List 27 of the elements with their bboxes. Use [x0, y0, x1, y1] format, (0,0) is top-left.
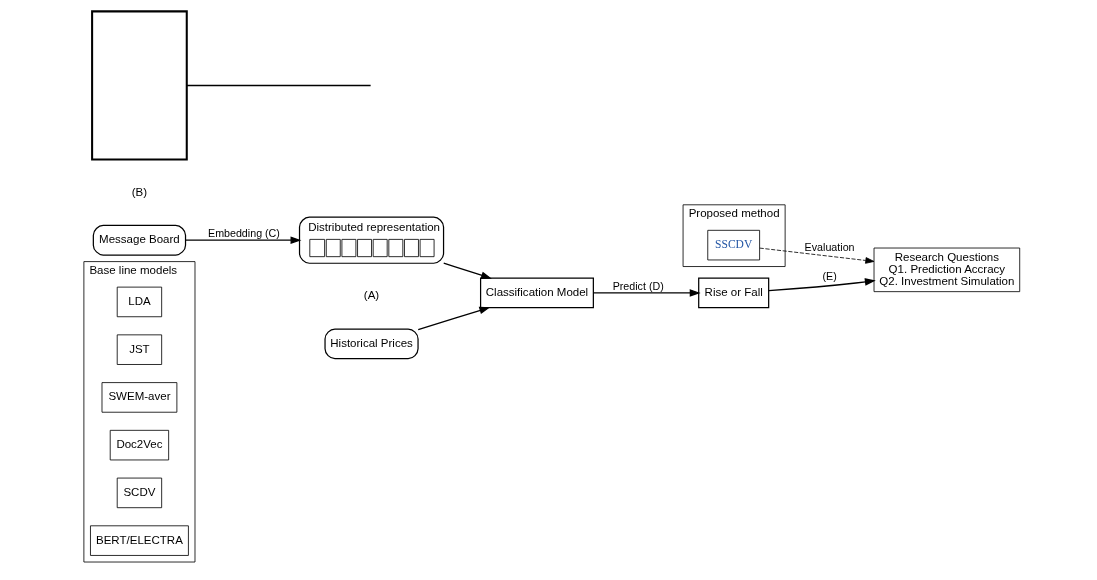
- node-box: SSCDV: [707, 229, 761, 261]
- node-box: [91, 10, 188, 161]
- node-box: Research Questions Q1. Prediction Accracy Q2. Investment Simulation: [873, 247, 1021, 293]
- node-box: BERT/ELECTRA: [90, 525, 189, 556]
- edge-label: Embedding (C): [208, 227, 280, 240]
- node-box: SWEM-aver: [101, 382, 178, 413]
- arrow: [417, 306, 491, 331]
- node-box: Classification Model: [480, 277, 594, 309]
- edge-label: Evaluation: [804, 241, 855, 254]
- node-box: LDA: [116, 286, 163, 318]
- node-box: SCDV: [116, 477, 163, 509]
- connector: [186, 84, 372, 87]
- arrow: [759, 247, 875, 264]
- arrow: [185, 236, 302, 244]
- node-box: Distributed representation: [298, 216, 445, 264]
- node-box: Historical Prices: [324, 328, 419, 360]
- node-box: Message Board: [92, 224, 187, 256]
- arrow: [592, 289, 701, 297]
- arrow: [443, 262, 492, 279]
- node-label: (A): [363, 289, 380, 302]
- arrow: [768, 278, 876, 292]
- node-box: Rise or Fall: [698, 277, 770, 309]
- node-box: Doc2Vec: [109, 429, 170, 461]
- edge-label: Predict (D): [612, 279, 664, 292]
- edge-label: (E): [822, 270, 837, 283]
- node-box: JST: [116, 334, 163, 365]
- node-label: (B): [131, 185, 148, 198]
